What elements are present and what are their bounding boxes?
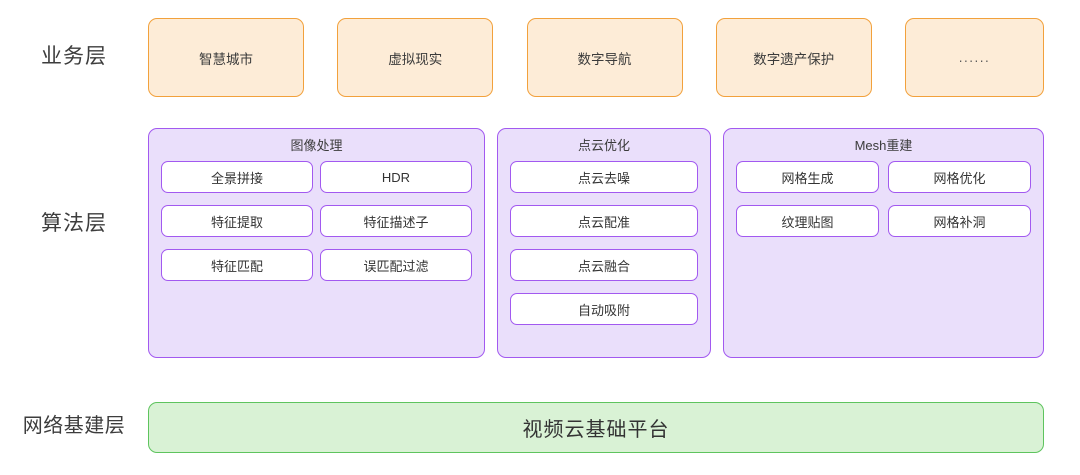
business-card-virtual-reality[interactable]: 虚拟现实	[337, 18, 494, 97]
chip-grid-mesh-reconstruction: 网格生成 网格优化 纹理贴图 网格补洞	[736, 161, 1031, 357]
group-title-point-cloud-optimization: 点云优化	[577, 138, 630, 153]
chip-hdr[interactable]: HDR	[320, 161, 472, 193]
chip-mesh-hole-filling[interactable]: 网格补洞	[888, 205, 1031, 237]
algorithm-group-mesh-reconstruction: Mesh重建 网格生成 网格优化 纹理贴图 网格补洞	[723, 128, 1044, 358]
business-card-digital-heritage[interactable]: 数字遗产保护	[715, 18, 872, 97]
chip-feature-matching[interactable]: 特征匹配	[161, 249, 313, 281]
business-card-more[interactable]: ......	[905, 18, 1044, 97]
chip-texture-mapping[interactable]: 纹理贴图	[736, 205, 879, 237]
chip-auto-snapping[interactable]: 自动吸附	[510, 293, 698, 325]
layer-label-algorithm: 算法层	[41, 212, 107, 235]
algorithm-group-point-cloud-optimization: 点云优化 点云去噪 点云配准 点云融合 自动吸附	[497, 128, 711, 358]
group-title-mesh-reconstruction: Mesh重建	[854, 138, 913, 153]
chip-panorama-stitching[interactable]: 全景拼接	[161, 161, 313, 193]
business-card-smart-city[interactable]: 智慧城市	[148, 18, 304, 97]
algorithm-group-image-processing: 图像处理 全景拼接 HDR 特征提取 特征描述子 特征匹配 误匹配过滤	[148, 128, 485, 358]
chip-mesh-generation[interactable]: 网格生成	[736, 161, 879, 193]
chip-feature-descriptor[interactable]: 特征描述子	[320, 205, 472, 237]
business-card-digital-navigation[interactable]: 数字导航	[526, 18, 683, 97]
group-title-image-processing: 图像处理	[290, 138, 343, 153]
network-platform-bar[interactable]: 视频云基础平台	[148, 402, 1044, 453]
business-layer-row: 智慧城市 虚拟现实 数字导航 数字遗产保护 ......	[148, 18, 1044, 97]
chip-point-cloud-fusion[interactable]: 点云融合	[510, 249, 698, 281]
chip-grid-point-cloud-optimization: 点云去噪 点云配准 点云融合 自动吸附	[510, 161, 698, 357]
layer-label-business: 业务层	[41, 45, 107, 68]
chip-mesh-optimization[interactable]: 网格优化	[888, 161, 1031, 193]
chip-grid-image-processing: 全景拼接 HDR 特征提取 特征描述子 特征匹配 误匹配过滤	[161, 161, 472, 357]
chip-mismatch-filtering[interactable]: 误匹配过滤	[320, 249, 472, 281]
layer-label-network: 网络基建层	[22, 415, 126, 437]
chip-feature-extraction[interactable]: 特征提取	[161, 205, 313, 237]
chip-point-cloud-registration[interactable]: 点云配准	[510, 205, 698, 237]
chip-point-cloud-denoising[interactable]: 点云去噪	[510, 161, 698, 193]
algorithm-layer-row: 图像处理 全景拼接 HDR 特征提取 特征描述子 特征匹配 误匹配过滤 点云优化…	[148, 128, 1044, 358]
